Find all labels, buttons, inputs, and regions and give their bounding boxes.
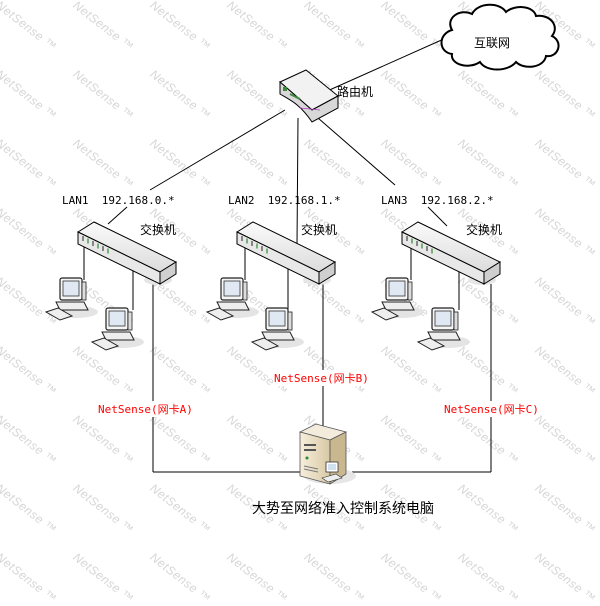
lan2-label: LAN2 192.168.1.*: [228, 194, 341, 207]
router-icon: [279, 69, 339, 123]
switch-icon: [235, 221, 337, 285]
watermark-text: NetSense ™: [224, 550, 291, 606]
pc-icon: [416, 307, 470, 351]
lan2-name: LAN2: [228, 194, 255, 207]
network-diagram: [44, 3, 560, 485]
connections: [83, 37, 492, 473]
router-label: 路由机: [337, 85, 374, 99]
router-lan1-link: [149, 109, 286, 191]
watermark-text: NetSense ™: [301, 550, 368, 606]
lan3-switch-uplink: [427, 206, 448, 227]
server-icon: [298, 423, 356, 485]
server-caption: 大势至网络准入控制系统电脑: [252, 501, 434, 517]
lan1-subnet: 192.168.0.*: [101, 194, 175, 207]
internet-label: 互联网: [474, 36, 511, 50]
switch-icon: [400, 221, 502, 285]
watermark-text: NetSense ™: [70, 550, 137, 606]
pc-icon: [44, 277, 98, 321]
lan1-name: LAN1: [62, 194, 89, 207]
pc-icon: [250, 307, 304, 351]
router-lan3-link: [317, 117, 396, 186]
router-lan2-link: [296, 117, 299, 246]
switch-icon: [76, 221, 178, 285]
pc-icon: [370, 277, 424, 321]
lan3-subnet: 192.168.2.*: [420, 194, 494, 207]
router-internet-link: [324, 37, 447, 93]
watermark-text: NetSense ™: [0, 550, 60, 606]
netsense-a-label: NetSense(网卡A): [97, 401, 194, 417]
lan1-switch-label: 交换机: [140, 223, 177, 237]
watermark-text: NetSense ™: [532, 550, 599, 606]
lan2-subnet: 192.168.1.*: [267, 194, 341, 207]
watermark-text: NetSense ™: [378, 550, 445, 606]
pc-icon: [205, 277, 259, 321]
netsense-c-label: NetSense(网卡C): [443, 401, 540, 417]
lan3-name: LAN3: [381, 194, 408, 207]
internet-cloud-icon: [440, 3, 560, 71]
watermark-text: NetSense ™: [455, 550, 522, 606]
lan1-switch-uplink: [107, 206, 128, 225]
lan1-label: LAN1 192.168.0.*: [62, 194, 175, 207]
lan3-label: LAN3 192.168.2.*: [381, 194, 494, 207]
lan2-switch-label: 交换机: [301, 223, 338, 237]
watermark-text: NetSense ™: [147, 550, 214, 606]
pc-icon: [90, 307, 144, 351]
netsense-b-label: NetSense(网卡B): [273, 370, 370, 386]
lan3-switch-label: 交换机: [466, 223, 503, 237]
